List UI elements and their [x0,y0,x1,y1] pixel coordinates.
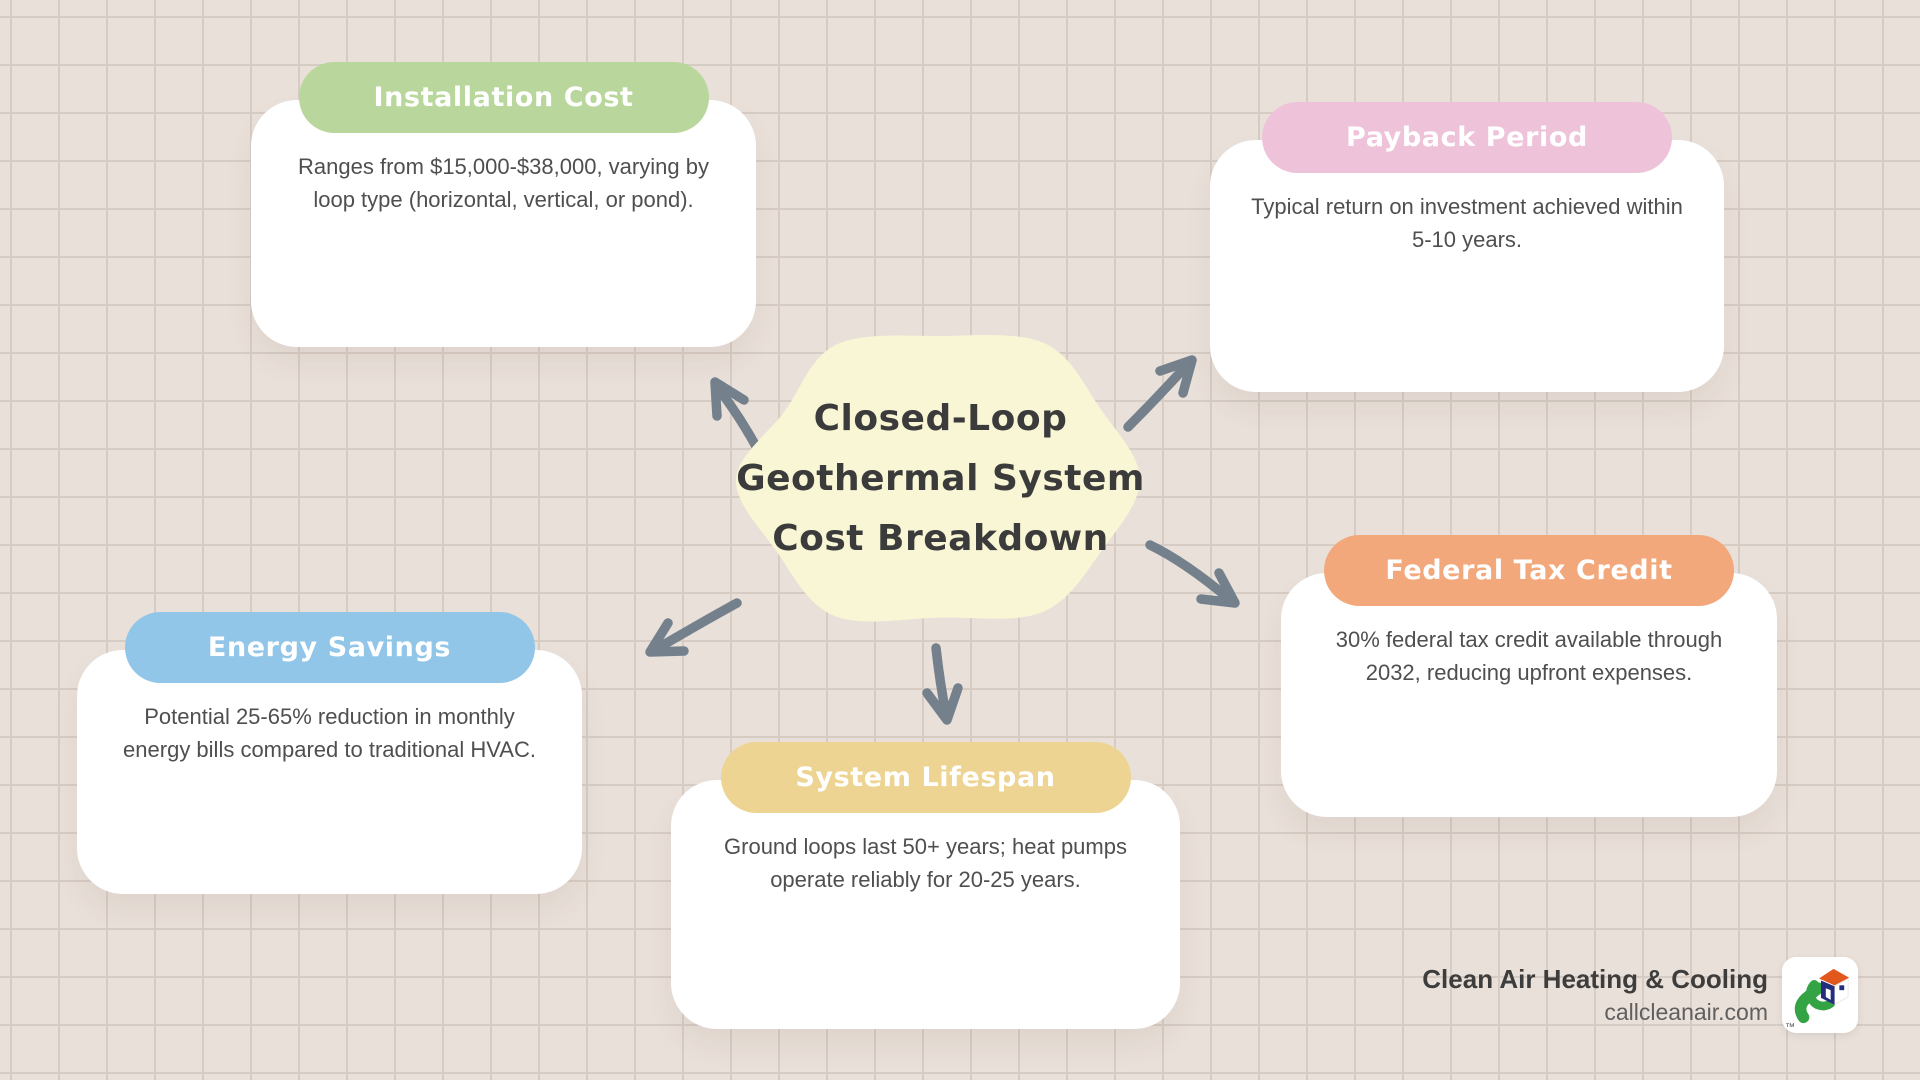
topic-blob-shape [735,334,1141,622]
node-header-label: Installation Cost [373,82,634,113]
central-title-line-3: Cost Breakdown [772,518,1109,559]
node-card-payback-period: Payback Period Typical return on investm… [1210,102,1724,392]
central-topic: Closed-Loop Geothermal System Cost Break… [718,318,1163,640]
node-header-label: System Lifespan [795,762,1056,793]
node-header-label: Payback Period [1346,122,1588,153]
node-header-energy-savings: Energy Savings [124,612,535,683]
central-title: Closed-Loop Geothermal System Cost Break… [718,318,1163,640]
node-header-payback-period: Payback Period [1262,102,1672,173]
node-header-system-lifespan: System Lifespan [720,742,1131,813]
node-header-federal-tax-credit: Federal Tax Credit [1324,535,1734,606]
company-logo: ™ [1782,957,1858,1033]
node-body-text: 30% federal tax credit available through… [1335,627,1723,685]
company-website: callcleanair.com [1604,999,1768,1025]
node-header-installation-cost: Installation Cost [298,62,709,133]
trademark-symbol: ™ [1785,1022,1795,1033]
wrench-house-icon [1794,968,1850,1024]
node-card-federal-tax-credit: Federal Tax Credit 30% federal tax credi… [1281,535,1777,817]
node-body-text: Potential 25-65% reduction in monthly en… [123,704,536,762]
central-title-line-1: Closed-Loop [813,398,1068,439]
node-card-system-lifespan: System Lifespan Ground loops last 50+ ye… [671,742,1180,1029]
arrow-to-system-lifespan [922,643,963,725]
node-body-text: Ranges from $15,000-$38,000, varying by … [298,154,709,212]
node-body-text: Typical return on investment achieved wi… [1251,194,1683,252]
brand-footer: Clean Air Heating & Cooling callcleanair… [1422,957,1858,1033]
node-body-text: Ground loops last 50+ years; heat pumps … [724,834,1127,892]
company-name: Clean Air Heating & Cooling [1422,964,1768,994]
node-card-installation-cost: Installation Cost Ranges from $15,000-$3… [251,62,756,347]
central-title-line-2: Geothermal System [736,458,1145,499]
node-card-energy-savings: Energy Savings Potential 25-65% reductio… [77,612,582,894]
node-header-label: Federal Tax Credit [1385,555,1673,586]
node-header-label: Energy Savings [207,632,452,663]
